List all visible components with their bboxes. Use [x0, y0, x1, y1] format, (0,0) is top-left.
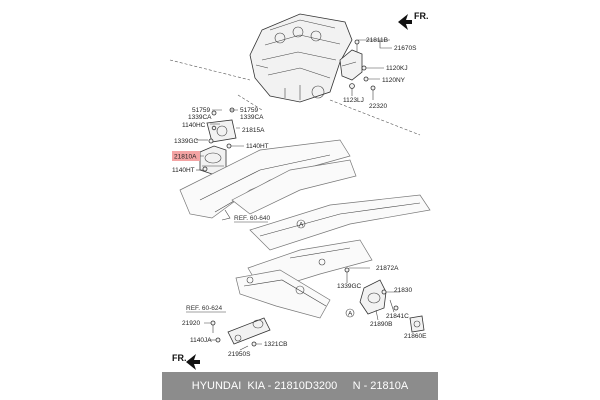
- fr-top-label: FR.: [414, 11, 429, 21]
- label-21830[interactable]: 21830: [394, 287, 412, 294]
- circle-a-label-1: A: [299, 222, 304, 229]
- fr-bottom-label: FR.: [172, 353, 187, 363]
- roll-rod-mount: [204, 317, 271, 351]
- label-1120NY[interactable]: 1120NY: [382, 77, 406, 84]
- engine-mount-assembly: [196, 107, 244, 175]
- fr-top-arrow: FR.: [398, 11, 429, 30]
- label-1321CB[interactable]: 1321CB: [264, 341, 288, 348]
- label-21950S[interactable]: 21950S: [228, 351, 251, 358]
- label-21872A[interactable]: 21872A: [376, 265, 399, 272]
- ref-60-640[interactable]: REF. 60-640: [234, 215, 271, 222]
- label-22320[interactable]: 22320: [369, 103, 387, 110]
- ref-60-624[interactable]: REF. 60-624: [186, 305, 223, 312]
- upper-right-mount: [339, 39, 392, 100]
- circle-a-label-2: A: [348, 311, 353, 318]
- label-1123LJ[interactable]: 1123LJ: [343, 97, 364, 104]
- label-21810A[interactable]: 21810A: [174, 154, 197, 161]
- label-21670S[interactable]: 21670S: [394, 45, 417, 52]
- transmission-mount: [344, 267, 425, 333]
- subframe-illustration: [179, 139, 431, 319]
- label-51759-right[interactable]: 51759: [240, 107, 258, 114]
- label-21841C[interactable]: 21841C: [386, 313, 409, 320]
- label-1339CA-left[interactable]: 1339CA: [188, 114, 212, 121]
- label-1339GC-lower[interactable]: 1339GC: [337, 283, 362, 290]
- label-1120KJ[interactable]: 1120KJ: [386, 65, 408, 72]
- label-1140HT-left[interactable]: 1140HT: [172, 167, 195, 174]
- label-21815A[interactable]: 21815A: [242, 127, 265, 134]
- label-1339GC-upper[interactable]: 1339GC: [174, 138, 199, 145]
- label-51759-left[interactable]: 51759: [192, 107, 210, 114]
- label-1339CA-right[interactable]: 1339CA: [240, 114, 264, 121]
- label-21811B[interactable]: 21811B: [366, 37, 388, 44]
- fr-bottom-arrow: FR.: [172, 353, 200, 370]
- label-1140JA[interactable]: 1140JA: [190, 337, 212, 344]
- label-21920[interactable]: 21920: [182, 320, 200, 327]
- label-1140HC[interactable]: 1140HC: [182, 122, 206, 129]
- engine-illustration: [249, 13, 353, 103]
- label-1140HT-right[interactable]: 1140HT: [246, 143, 269, 150]
- part-number-footer: HYUNDAI KIA - 21810D3200 N - 21810A: [162, 372, 438, 400]
- label-21890B[interactable]: 21890B: [370, 321, 392, 328]
- highlight-21810A: [172, 151, 200, 161]
- label-21860E[interactable]: 21860E: [404, 333, 427, 340]
